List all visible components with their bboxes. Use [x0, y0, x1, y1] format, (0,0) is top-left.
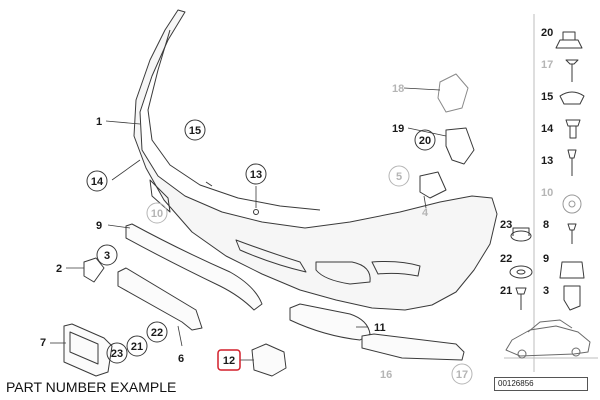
legend-part-15[interactable]: [559, 91, 585, 105]
callout-12-highlight[interactable]: [217, 349, 241, 371]
callout-19[interactable]: 19: [392, 123, 404, 135]
legend-part-3[interactable]: [563, 285, 581, 311]
part-6-bracket[interactable]: [117, 267, 203, 331]
part-2-bracket[interactable]: [83, 257, 105, 283]
callout-2[interactable]: 2: [56, 263, 62, 275]
legend-part-10[interactable]: [562, 194, 582, 214]
legend-part-14[interactable]: [565, 119, 581, 139]
part-9-trim-strip[interactable]: [125, 223, 263, 311]
legend-label-9: 9: [543, 253, 549, 265]
part-16-lower-bracket[interactable]: [361, 333, 465, 361]
legend-part-22[interactable]: [509, 265, 533, 279]
legend-label-8: 8: [543, 219, 549, 231]
bumper-shell[interactable]: [133, 9, 498, 311]
legend-part-9[interactable]: [559, 261, 585, 279]
legend-label-15: 15: [541, 91, 553, 103]
legend-part-13[interactable]: [567, 149, 577, 176]
car-location-icon: [505, 325, 591, 357]
legend-label-22: 22: [500, 253, 512, 265]
legend-label-23: 23: [500, 219, 512, 231]
part-11-fog-cover[interactable]: [289, 303, 371, 341]
callout-15[interactable]: 15: [189, 125, 201, 137]
callout-9[interactable]: 9: [96, 220, 102, 232]
callout-14[interactable]: 14: [91, 176, 104, 188]
bumper-grille-opening: [235, 239, 307, 273]
callout-22[interactable]: 22: [151, 327, 163, 339]
diagram-code: 00126856: [498, 379, 534, 388]
legend-part-23[interactable]: [510, 230, 532, 242]
part-18-bracket[interactable]: [437, 73, 469, 113]
callout-16[interactable]: 16: [380, 369, 392, 381]
callout-13[interactable]: 13: [250, 169, 262, 181]
part-7-license-plate-base[interactable]: [63, 323, 113, 377]
callout-6[interactable]: 6: [178, 353, 184, 365]
caption-text: PART NUMBER EXAMPLE: [6, 379, 177, 395]
fog-light-opening: [315, 261, 371, 285]
callout-10[interactable]: 10: [151, 208, 163, 220]
legend-label-17: 17: [541, 59, 553, 71]
diagram-code-box: [494, 377, 588, 391]
legend-label-3: 3: [543, 285, 549, 297]
callout-17[interactable]: 17: [456, 369, 468, 381]
legend-part-8[interactable]: [567, 223, 577, 244]
legend-label-10: 10: [541, 187, 553, 199]
part-12-cover[interactable]: [251, 343, 287, 377]
legend-label-13: 13: [541, 155, 553, 167]
callout-1[interactable]: 1: [96, 116, 102, 128]
legend-label-14: 14: [541, 123, 554, 135]
callout-4[interactable]: 4: [422, 207, 429, 219]
callout-21[interactable]: 21: [131, 341, 143, 353]
callout-20[interactable]: 20: [419, 135, 431, 147]
callout-3[interactable]: 3: [104, 250, 110, 262]
part-4-bracket[interactable]: [419, 171, 447, 199]
callout-7[interactable]: 7: [40, 337, 46, 349]
legend-part-20[interactable]: [555, 39, 583, 49]
callout-12[interactable]: 12: [223, 355, 235, 367]
legend-label-20: 20: [541, 27, 553, 39]
callout-18[interactable]: 18: [392, 83, 404, 95]
legend-part-21[interactable]: [515, 287, 527, 310]
legend-label-21: 21: [500, 285, 512, 297]
callout-11[interactable]: 11: [374, 322, 386, 334]
callout-5[interactable]: 5: [396, 171, 402, 183]
callout-23[interactable]: 23: [111, 348, 123, 360]
part-19-bracket[interactable]: [445, 127, 475, 165]
legend-part-17[interactable]: [565, 59, 579, 82]
